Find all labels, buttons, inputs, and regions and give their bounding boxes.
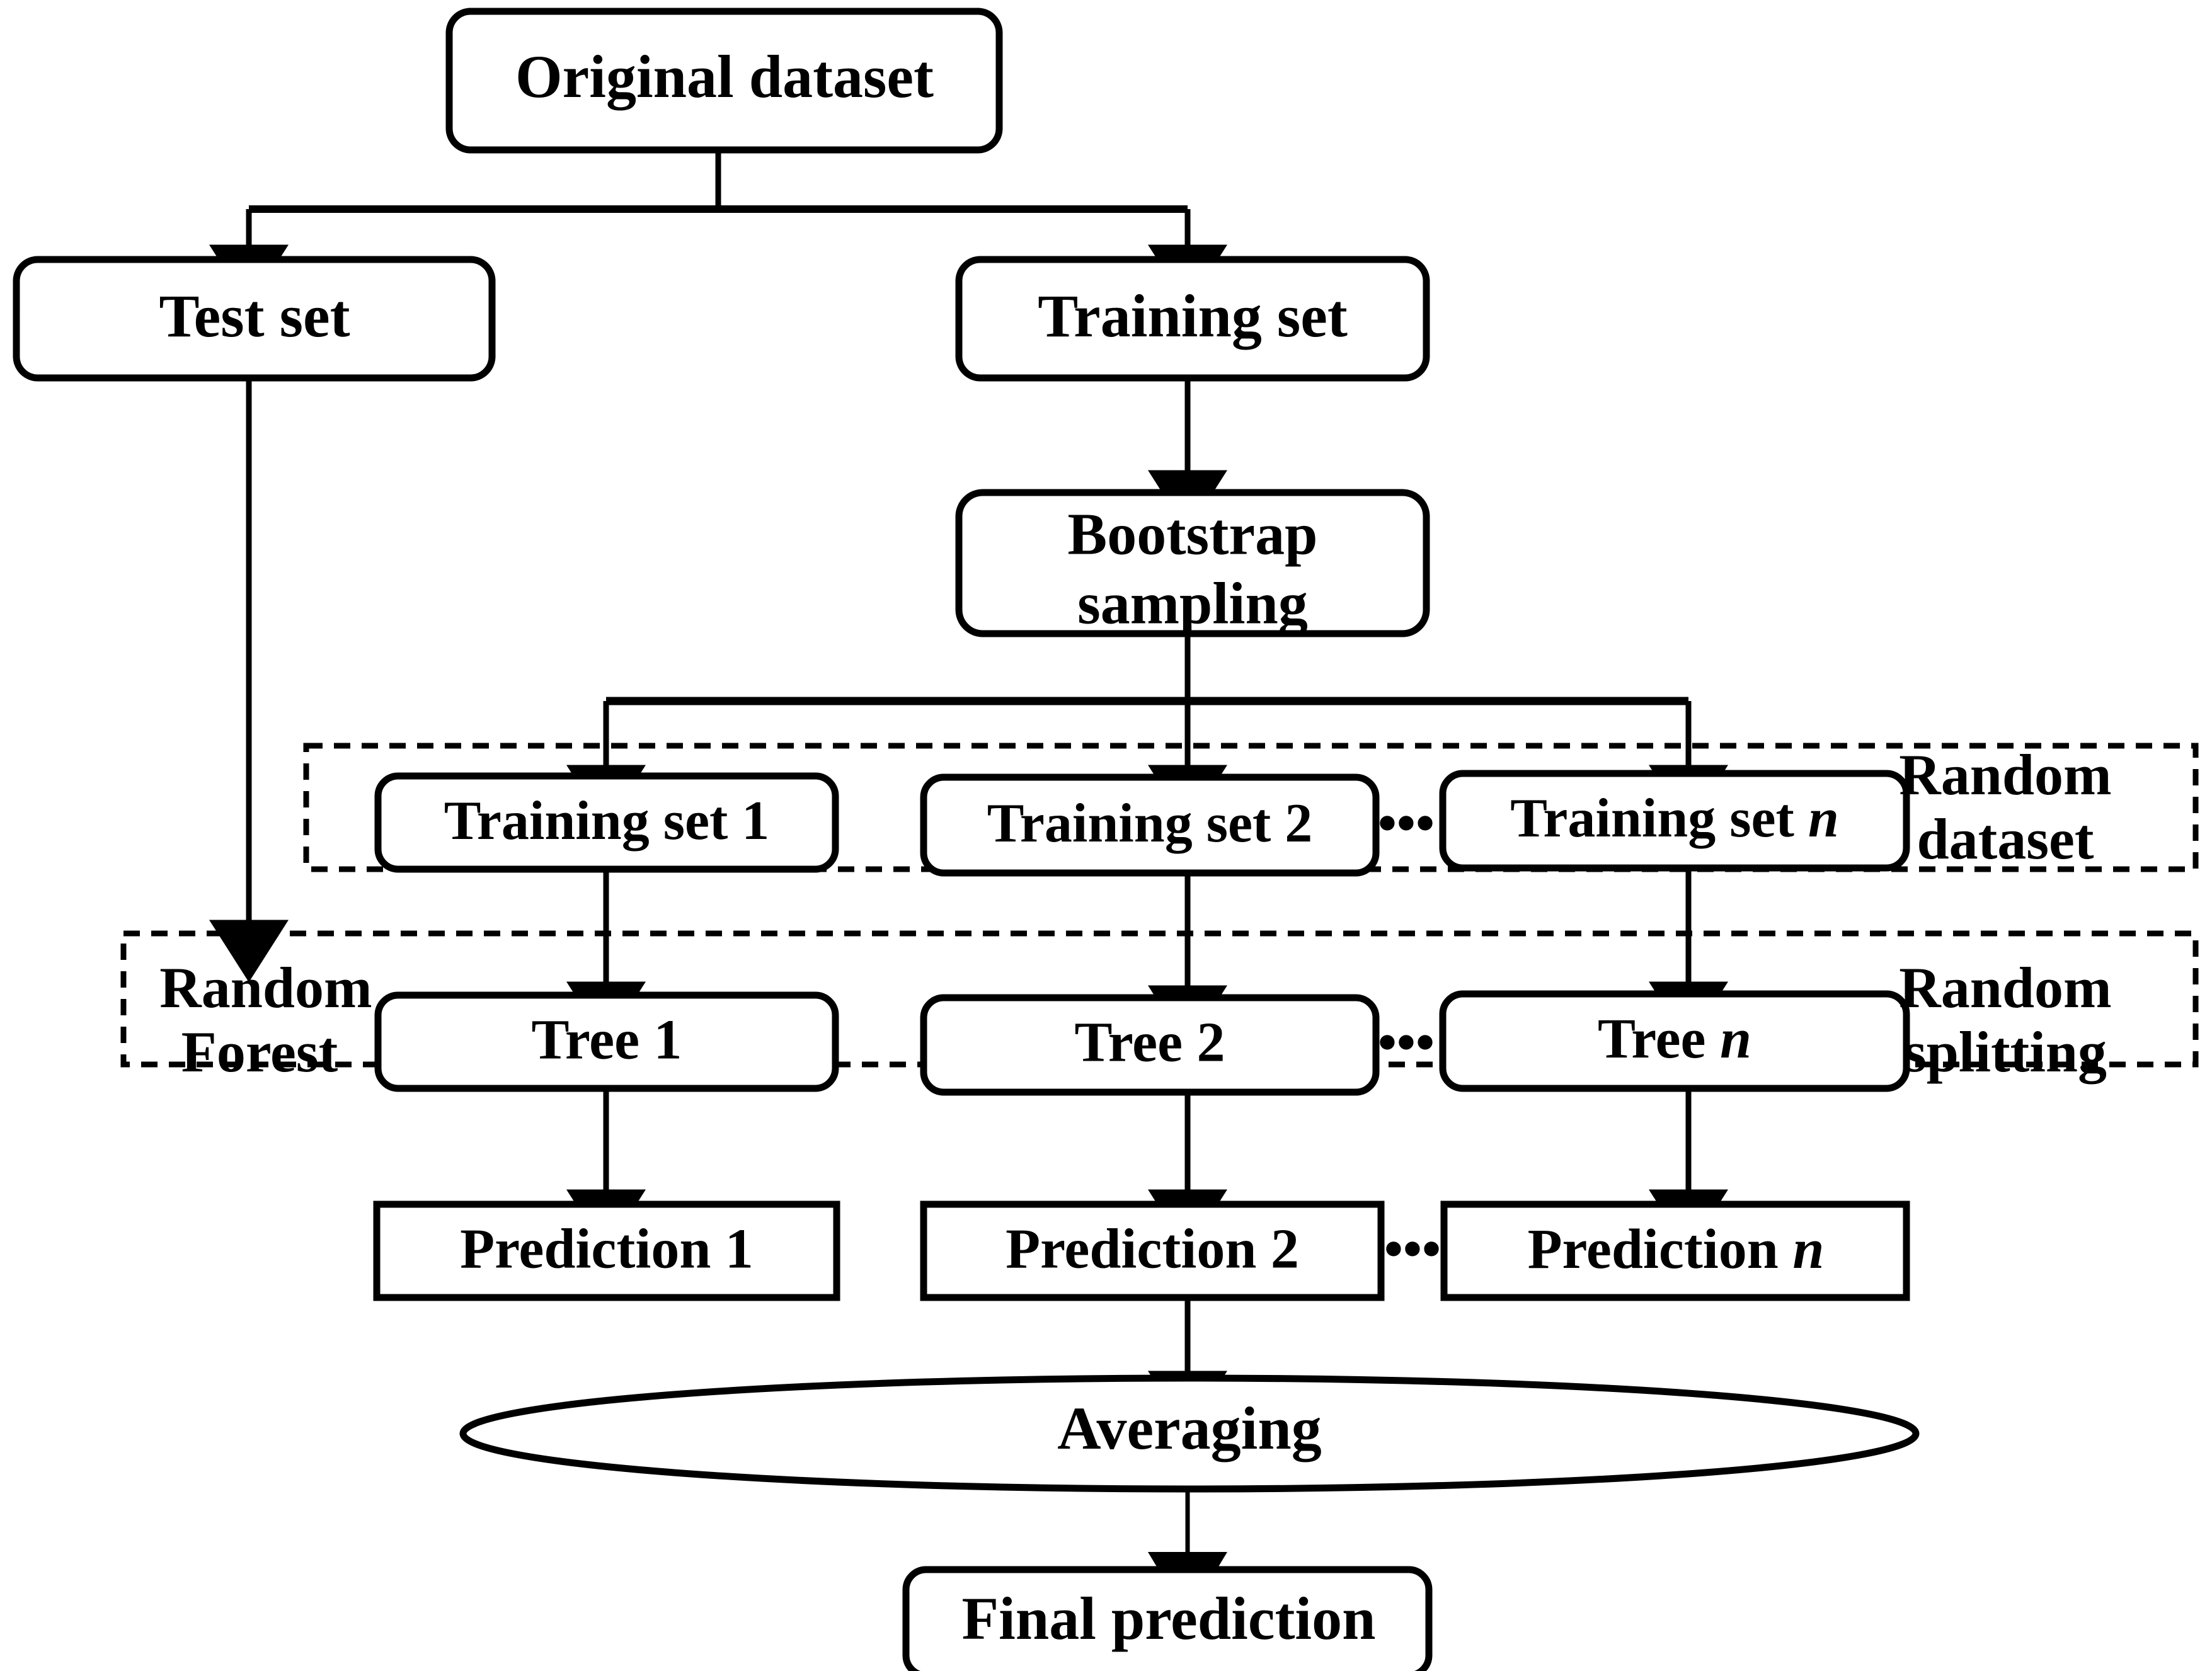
node-tree-n-prefix: Tree [1598,1008,1720,1070]
label-random-dataset-line2: dataset [1917,807,2094,871]
node-tree-1-label: Tree 1 [531,1009,682,1071]
node-averaging-label: Averaging [1057,1394,1321,1462]
node-prediction-n-label: Prediction n [1528,1218,1825,1280]
node-prediction-1-shape [373,1200,840,1301]
node-bootstrap-sampling-shape [955,489,1430,637]
ellipsis-trees: ••• [1378,1012,1435,1073]
node-training-set-1-label: Training set 1 [444,790,770,852]
node-training-set-n-shape [1439,770,1910,872]
node-tree-1[interactable]: Tree 1 [374,991,839,1092]
node-final-prediction-label: Final prediction [962,1585,1376,1652]
node-test-set-label: Test set [159,282,350,350]
node-prediction-n-prefix: Prediction [1528,1218,1793,1280]
node-tree-2[interactable]: Tree 2 [920,994,1380,1096]
node-test-set-shape [13,256,496,382]
ellipsis-training-sets: ••• [1378,793,1435,853]
node-test-set[interactable]: Test set [13,256,496,382]
node-training-set-n[interactable]: Training set n [1439,770,1910,872]
label-random-forest: Random Forest [159,955,372,1084]
node-tree-n-suffix: n [1720,1008,1751,1070]
node-bootstrap-sampling[interactable]: Bootstrap sampling [955,489,1430,637]
random-dataset-group-box [303,743,2199,872]
node-training-set-n-suffix: n [1808,788,1839,849]
node-training-set[interactable]: Training set [955,256,1430,382]
node-tree-n-shape [1439,990,1910,1092]
node-training-set-2-label: Training set 2 [987,793,1313,854]
node-bootstrap-sampling-label-line2: sampling [1077,571,1308,637]
label-random-forest-line2: Forest [181,1020,338,1084]
node-final-prediction-shape [902,1566,1433,1671]
node-prediction-n[interactable]: Prediction n [1440,1200,1910,1301]
node-training-set-shape [955,256,1430,382]
node-bootstrap-sampling-label-line1: Bootstrap [1068,502,1318,567]
node-training-set-1[interactable]: Training set 1 [374,772,839,873]
node-tree-2-label: Tree 2 [1074,1012,1225,1074]
node-averaging[interactable]: Averaging [459,1374,1920,1493]
label-random-dataset-line1: Random [1899,743,2111,807]
node-prediction-n-suffix: n [1792,1218,1824,1280]
node-prediction-2-shape [920,1200,1385,1301]
label-random-splitting-line1: Random [1899,955,2111,1020]
node-training-set-2[interactable]: Training set 2 [920,773,1380,877]
node-original-dataset[interactable]: Original dataset [445,8,1003,154]
node-original-dataset-label: Original dataset [515,43,934,110]
node-training-set-label: Training set [1038,282,1348,350]
ellipsis-predictions: ••• [1384,1219,1441,1279]
label-random-splitting-line2: splitting [1904,1020,2107,1084]
node-training-set-n-label: Training set n [1510,788,1839,849]
node-training-set-2-shape [920,773,1380,877]
label-random-forest-line1: Random [159,955,372,1020]
node-original-dataset-shape [445,8,1003,154]
node-prediction-1-label: Prediction 1 [460,1218,754,1280]
node-prediction-1[interactable]: Prediction 1 [373,1200,840,1301]
node-prediction-2-label: Prediction 2 [1006,1218,1299,1280]
node-tree-1-shape [374,991,839,1092]
node-tree-n[interactable]: Tree n [1439,990,1910,1092]
node-tree-n-label: Tree n [1598,1008,1751,1070]
node-prediction-n-shape [1440,1200,1910,1301]
label-random-dataset: Random dataset [1899,743,2111,871]
label-random-splitting: Random splitting [1899,955,2111,1084]
node-training-set-1-shape [374,772,839,873]
node-final-prediction[interactable]: Final prediction [902,1566,1433,1671]
node-training-set-n-prefix: Training set [1510,788,1808,849]
node-tree-2-shape [920,994,1380,1096]
node-averaging-shape [459,1374,1920,1493]
random-splitting-group-box [120,930,2199,1068]
node-prediction-2[interactable]: Prediction 2 [920,1200,1385,1301]
